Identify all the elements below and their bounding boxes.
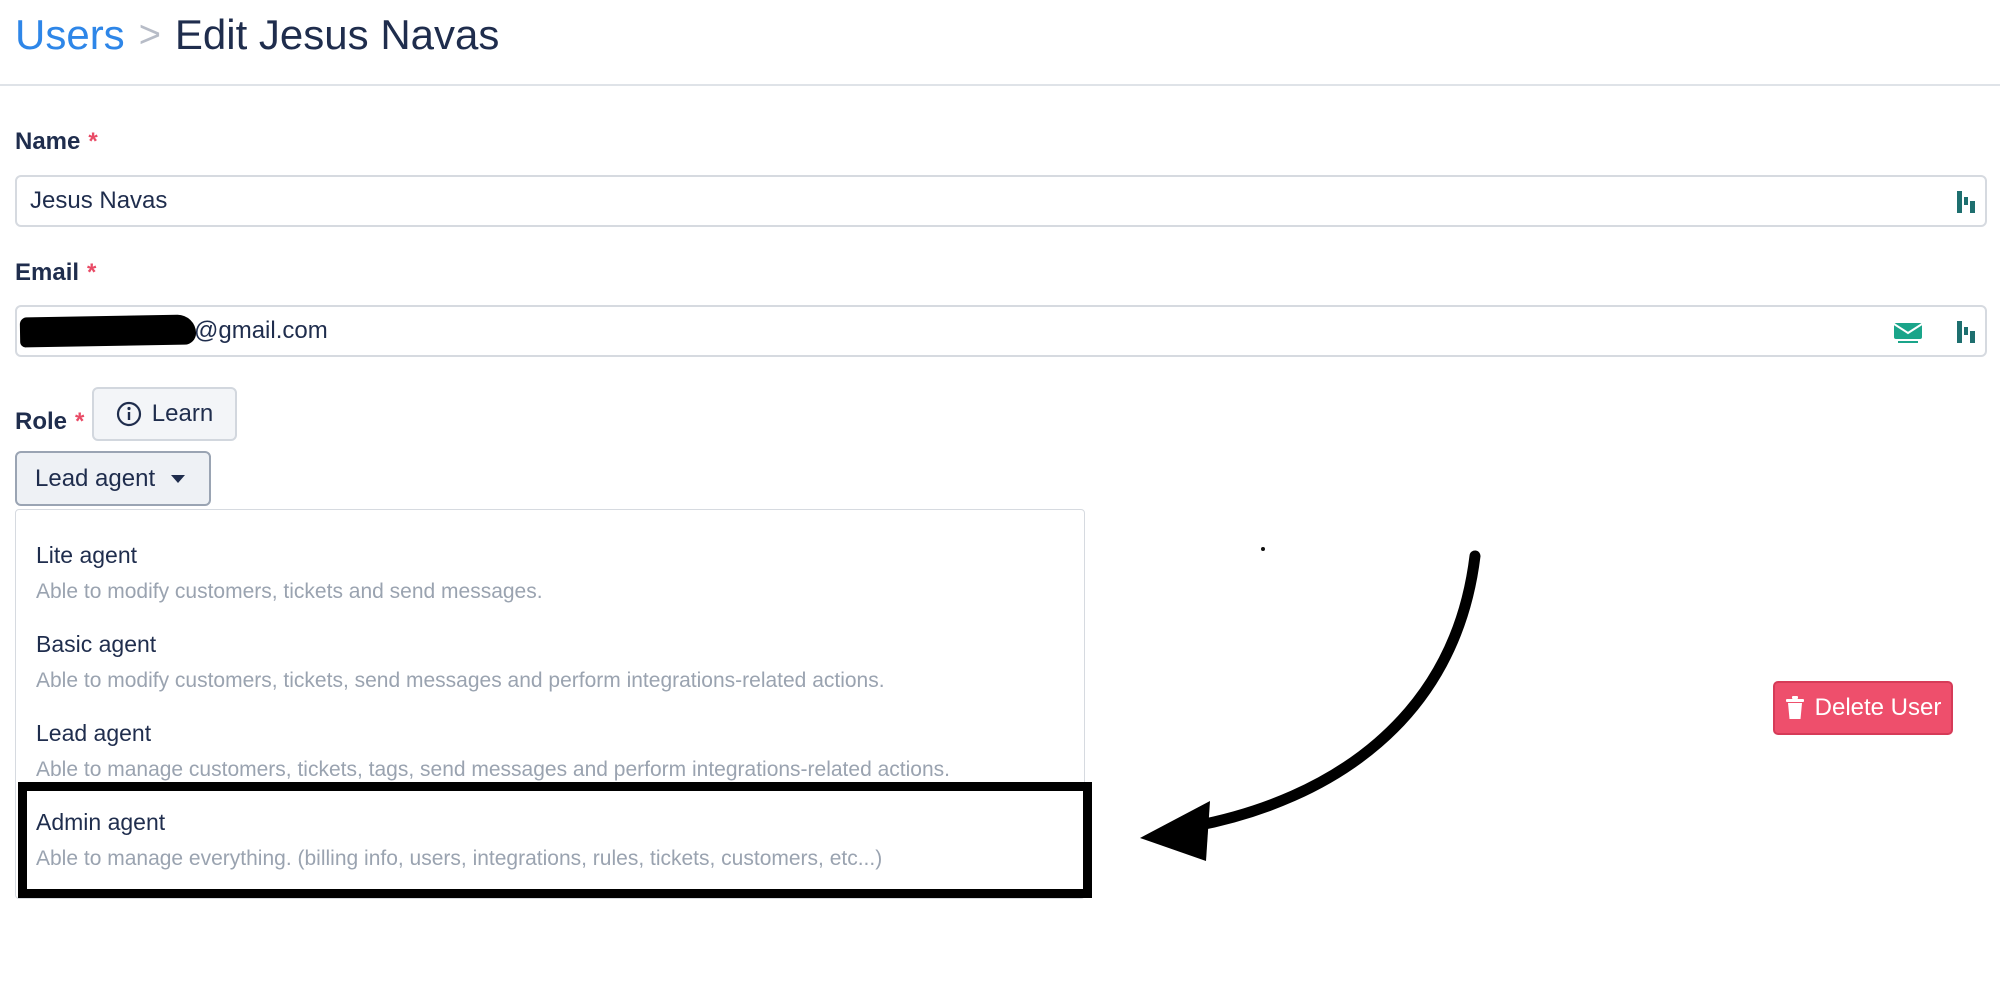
role-label: Role* [15, 408, 85, 435]
role-option-title: Lead agent [36, 720, 152, 746]
caret-down-icon [171, 474, 186, 483]
delete-user-label: Delete User [1814, 694, 1942, 721]
page-title: Edit Jesus Navas [174, 11, 500, 58]
info-icon [116, 401, 141, 427]
header-divider [0, 84, 2000, 86]
role-option-title: Basic agent [36, 631, 157, 657]
role-option-basic-agent[interactable]: Basic agent Able to modify customers, ti… [36, 629, 885, 696]
role-option-title: Admin agent [36, 809, 166, 835]
breadcrumb-users-link[interactable]: Users [15, 11, 125, 58]
learn-button-label: Learn [151, 400, 214, 427]
password-manager-icon[interactable] [1955, 189, 1977, 215]
email-field[interactable]: @gmail.com [15, 305, 1987, 357]
name-field[interactable]: Jesus Navas [15, 175, 1987, 227]
breadcrumb: Users > Edit Jesus Navas [15, 6, 499, 64]
role-option-admin-agent[interactable]: Admin agent Able to manage everything. (… [36, 807, 882, 874]
role-option-description: Able to modify customers, tickets and se… [36, 580, 543, 603]
role-option-description: Able to manage customers, tickets, tags,… [36, 758, 950, 781]
required-mark: * [75, 408, 85, 435]
role-option-lite-agent[interactable]: Lite agent Able to modify customers, tic… [36, 540, 543, 607]
delete-user-button[interactable]: Delete User [1773, 681, 1953, 735]
redaction-mark [19, 314, 197, 348]
role-option-description: Able to manage everything. (billing info… [36, 847, 883, 870]
email-label: Email* [15, 259, 97, 286]
temp-mail-icon[interactable] [1893, 321, 1923, 345]
required-mark: * [87, 259, 97, 286]
role-dropdown-menu: Lite agent Able to modify customers, tic… [15, 509, 1085, 899]
stray-dot [1261, 547, 1265, 551]
required-mark: * [88, 128, 98, 155]
role-select[interactable]: Lead agent [15, 451, 211, 506]
trash-icon [1785, 696, 1804, 719]
role-select-value: Lead agent [35, 464, 156, 492]
password-manager-icon[interactable] [1955, 319, 1977, 345]
name-field-value: Jesus Navas [30, 187, 168, 214]
breadcrumb-separator: > [138, 13, 161, 56]
email-field-value: @gmail.com [194, 317, 328, 344]
annotation-highlight-box [18, 782, 1092, 898]
role-option-title: Lite agent [36, 542, 138, 568]
learn-button[interactable]: Learn [92, 387, 237, 441]
role-option-lead-agent[interactable]: Lead agent Able to manage customers, tic… [36, 718, 950, 785]
role-option-description: Able to modify customers, tickets, send … [36, 669, 885, 692]
name-label: Name* [15, 128, 98, 155]
